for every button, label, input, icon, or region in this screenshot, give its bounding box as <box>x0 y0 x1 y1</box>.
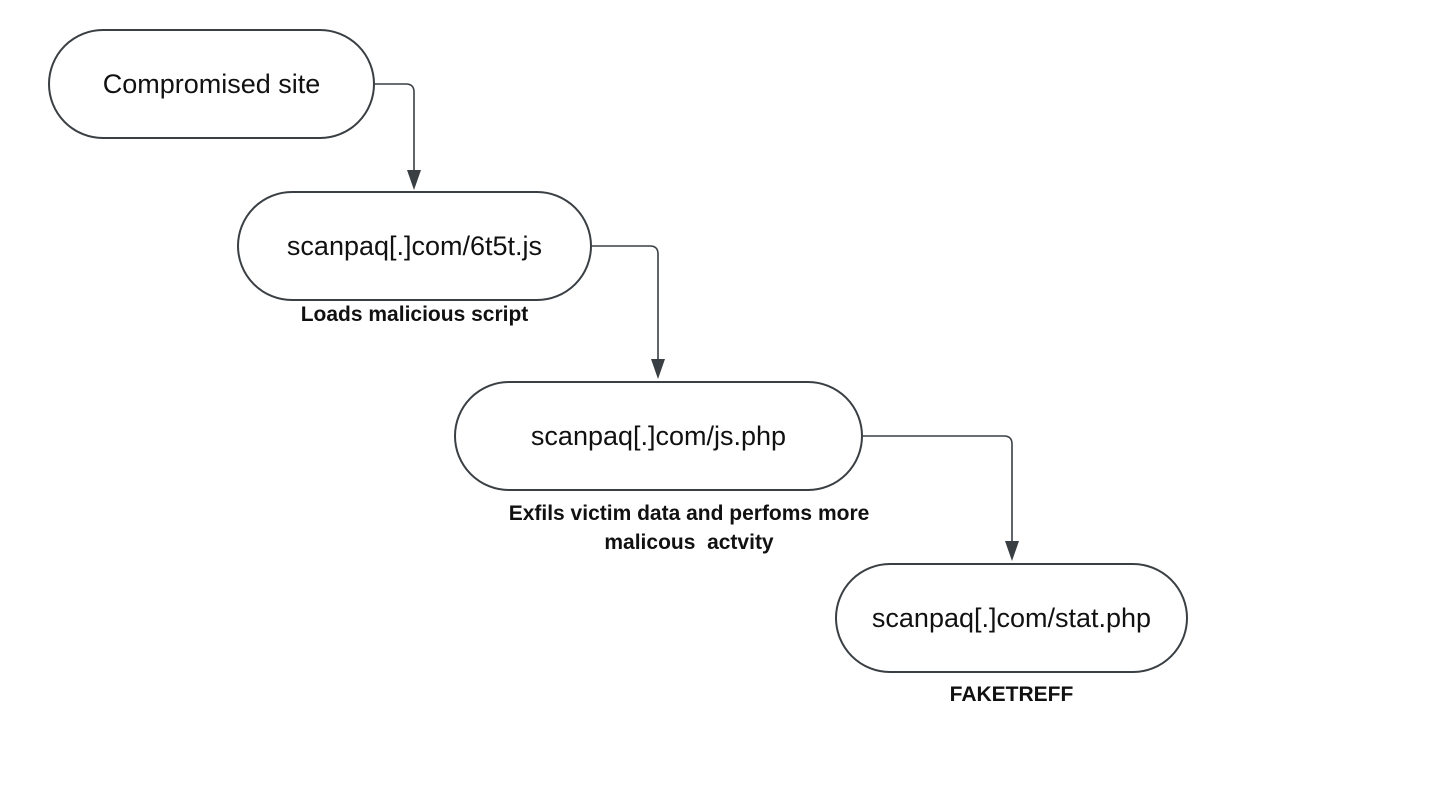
connector-6t5t-to-jsphp <box>591 245 659 364</box>
caption-loads-malicious-script: Loads malicious script <box>300 303 529 326</box>
caption-exfils-line-1: Exfils victim data and perfoms more <box>508 502 870 525</box>
node-6t5t-js-label: scanpaq[.]com/6t5t.js <box>286 230 543 261</box>
arrowhead-1 <box>407 170 421 190</box>
node-js-php-label: scanpaq[.]com/js.php <box>530 420 787 451</box>
node-compromised-site: Compromised site <box>48 29 375 139</box>
node-compromised-site-label: Compromised site <box>102 68 321 99</box>
node-stat-php-label: scanpaq[.]com/stat.php <box>871 602 1152 633</box>
node-js-php: scanpaq[.]com/js.php <box>454 381 863 491</box>
node-6t5t-js: scanpaq[.]com/6t5t.js <box>237 191 592 301</box>
node-stat-php: scanpaq[.]com/stat.php <box>835 563 1188 673</box>
arrowhead-3 <box>1005 541 1019 561</box>
caption-exfils-line-2: malicous actvity <box>604 531 774 554</box>
connector-jsphp-to-statphp <box>862 435 1013 546</box>
connector-site-to-6t5t <box>374 83 415 176</box>
arrowhead-2 <box>651 359 665 379</box>
caption-faketreff: FAKETREFF <box>949 683 1074 706</box>
